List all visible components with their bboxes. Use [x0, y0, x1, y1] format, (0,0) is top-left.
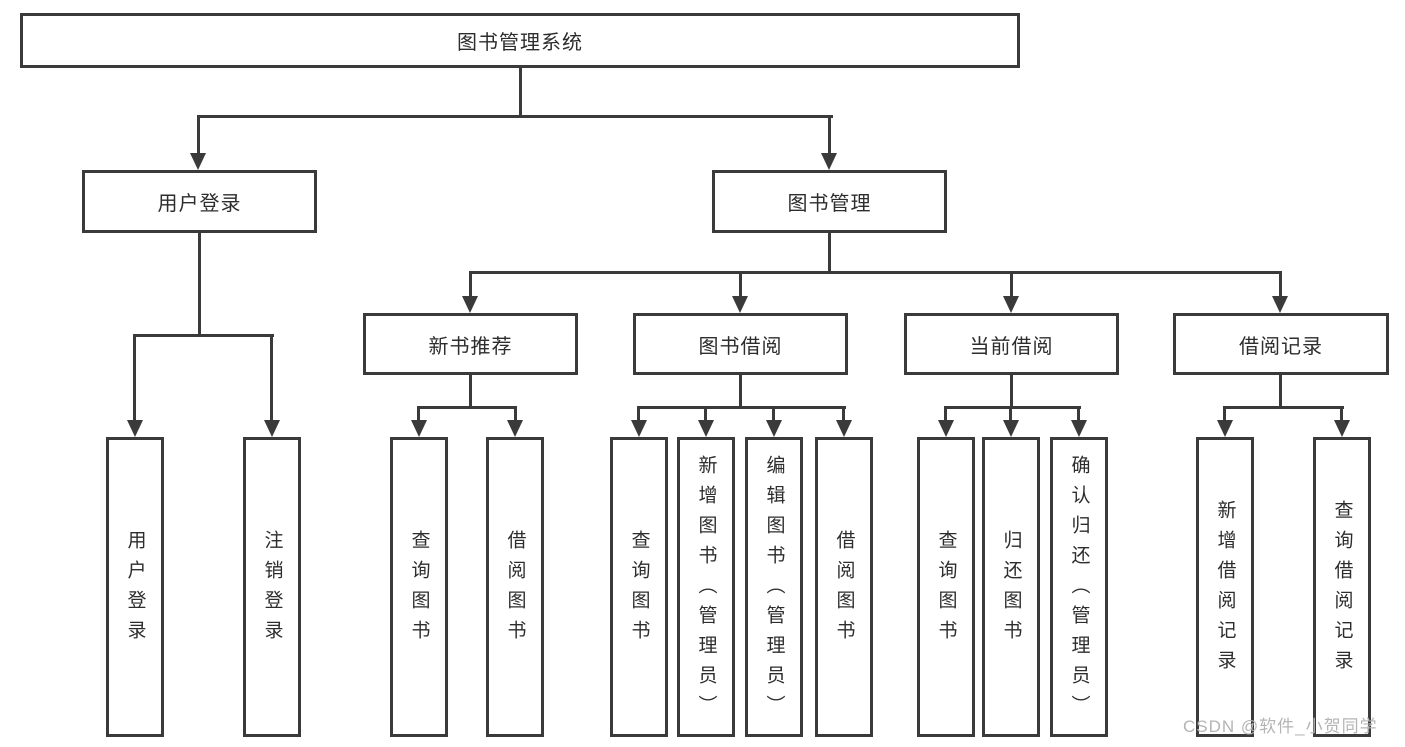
node-user-login: 用户登录 — [82, 170, 317, 233]
connector-drop — [270, 334, 273, 420]
connector-drop — [197, 115, 200, 153]
arrow-down-icon — [1272, 296, 1288, 313]
connector-bookmgmt-bar — [469, 271, 1282, 274]
arrow-down-icon — [1217, 420, 1233, 437]
arrow-down-icon — [507, 420, 523, 437]
connector-drop — [1223, 406, 1226, 420]
connector-bookmgmt-stem — [828, 233, 831, 273]
connector-drop — [469, 271, 472, 296]
node-borrow-records: 借阅记录 — [1173, 313, 1389, 375]
node-current-borrow: 当前借阅 — [904, 313, 1119, 375]
connector-borrow-bar — [637, 406, 846, 409]
arrow-down-icon — [821, 153, 837, 170]
connector-userlogin-stem — [198, 233, 201, 335]
arrow-down-icon — [1003, 296, 1019, 313]
arrow-down-icon — [1071, 420, 1087, 437]
connector-drop — [944, 406, 947, 420]
node-records-query-record: 查询借阅记录 — [1313, 437, 1371, 737]
connector-drop — [704, 406, 707, 420]
node-book-borrow: 图书借阅 — [633, 313, 848, 375]
node-borrow-edit-book-admin: 编辑图书（管理员） — [745, 437, 803, 737]
connector-drop — [637, 406, 640, 420]
arrow-down-icon — [462, 296, 478, 313]
connector-drop — [772, 406, 775, 420]
connector-borrow-stem — [739, 375, 742, 408]
connector-drop — [739, 271, 742, 296]
connector-drop — [417, 406, 420, 420]
connector-drop — [828, 115, 831, 153]
connector-records-bar — [1223, 406, 1344, 409]
node-recommend-query-books: 查询图书 — [390, 437, 448, 737]
arrow-down-icon — [938, 420, 954, 437]
connector-drop — [133, 334, 136, 420]
node-borrow-query-books: 查询图书 — [610, 437, 668, 737]
connector-drop — [1279, 271, 1282, 296]
node-logout: 注销登录 — [243, 437, 301, 737]
node-current-query-books: 查询图书 — [917, 437, 975, 737]
arrow-down-icon — [698, 420, 714, 437]
connector-root-stem — [519, 68, 522, 116]
node-new-book-recommend: 新书推荐 — [363, 313, 578, 375]
connector-current-bar — [944, 406, 1081, 409]
arrow-down-icon — [264, 420, 280, 437]
node-records-add-record: 新增借阅记录 — [1196, 437, 1254, 737]
connector-drop — [842, 406, 845, 420]
arrow-down-icon — [732, 296, 748, 313]
arrow-down-icon — [766, 420, 782, 437]
node-borrow-borrow-books: 借阅图书 — [815, 437, 873, 737]
node-recommend-borrow-books: 借阅图书 — [486, 437, 544, 737]
connector-root-bar — [197, 115, 833, 118]
node-current-confirm-return-admin: 确认归还（管理员） — [1050, 437, 1108, 737]
node-current-return-book: 归还图书 — [982, 437, 1040, 737]
arrow-down-icon — [836, 420, 852, 437]
node-borrow-add-book-admin: 新增图书（管理员） — [677, 437, 735, 737]
node-user-login-action: 用户登录 — [106, 437, 164, 737]
connector-drop — [1077, 406, 1080, 420]
connector-current-stem — [1010, 375, 1013, 408]
node-book-management: 图书管理 — [712, 170, 947, 233]
connector-drop — [1340, 406, 1343, 420]
connector-records-stem — [1279, 375, 1282, 408]
arrow-down-icon — [1003, 420, 1019, 437]
arrow-down-icon — [127, 420, 143, 437]
arrow-down-icon — [631, 420, 647, 437]
watermark: CSDN @软件_小贺同学 — [1183, 717, 1378, 736]
connector-drop — [1009, 406, 1012, 420]
arrow-down-icon — [1334, 420, 1350, 437]
arrow-down-icon — [411, 420, 427, 437]
arrow-down-icon — [190, 153, 206, 170]
node-library-management-system: 图书管理系统 — [20, 13, 1020, 68]
connector-userlogin-bar — [133, 334, 274, 337]
connector-drop — [1010, 271, 1013, 296]
connector-recommend-bar — [417, 406, 517, 409]
connector-recommend-stem — [469, 375, 472, 408]
connector-drop — [514, 406, 517, 420]
